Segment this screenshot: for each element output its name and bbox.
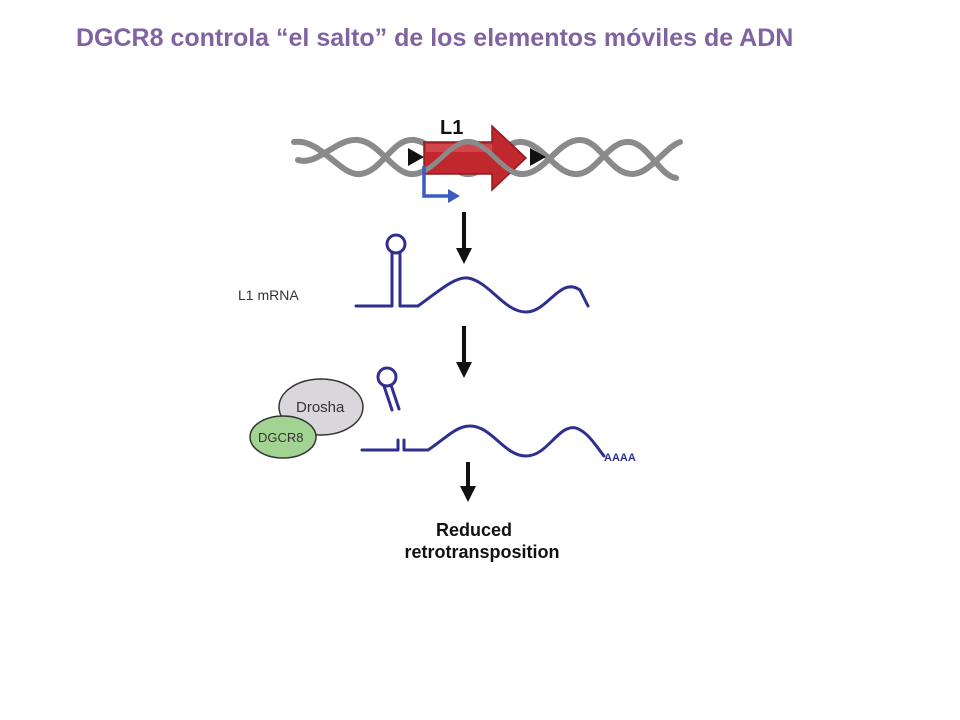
cleaved-hairpin bbox=[376, 366, 401, 412]
drosha-label: Drosha bbox=[296, 399, 345, 416]
l1-element-arrow bbox=[423, 124, 528, 192]
microprocessor-complex: Drosha DGCR8 bbox=[249, 378, 364, 459]
slide-title: DGCR8 controla “el salto” de los element… bbox=[76, 24, 794, 52]
result-line-2: retrotransposition bbox=[404, 542, 559, 562]
dna-strand-front bbox=[411, 139, 527, 177]
step-arrow-2 bbox=[456, 326, 472, 378]
left-tsd-triangle bbox=[408, 148, 424, 166]
l1-mrna-label: L1 mRNA bbox=[238, 287, 299, 303]
dgcr8-ellipse bbox=[249, 415, 317, 459]
mrna-hairpin-loop bbox=[385, 233, 407, 255]
l1-mrna bbox=[354, 233, 590, 314]
step-arrow-3 bbox=[460, 462, 476, 502]
l1-label: L1 bbox=[440, 117, 463, 139]
step-arrow-1 bbox=[456, 212, 472, 264]
cleaved-mrna bbox=[360, 424, 606, 458]
dgcr8-label: DGCR8 bbox=[258, 430, 304, 445]
mrna-strand bbox=[354, 260, 590, 314]
promoter-arrow bbox=[422, 166, 460, 203]
right-tsd-triangle bbox=[530, 148, 546, 166]
result-line-1: Reduced bbox=[436, 520, 512, 540]
polya-tail-label: AAAA bbox=[604, 452, 636, 464]
